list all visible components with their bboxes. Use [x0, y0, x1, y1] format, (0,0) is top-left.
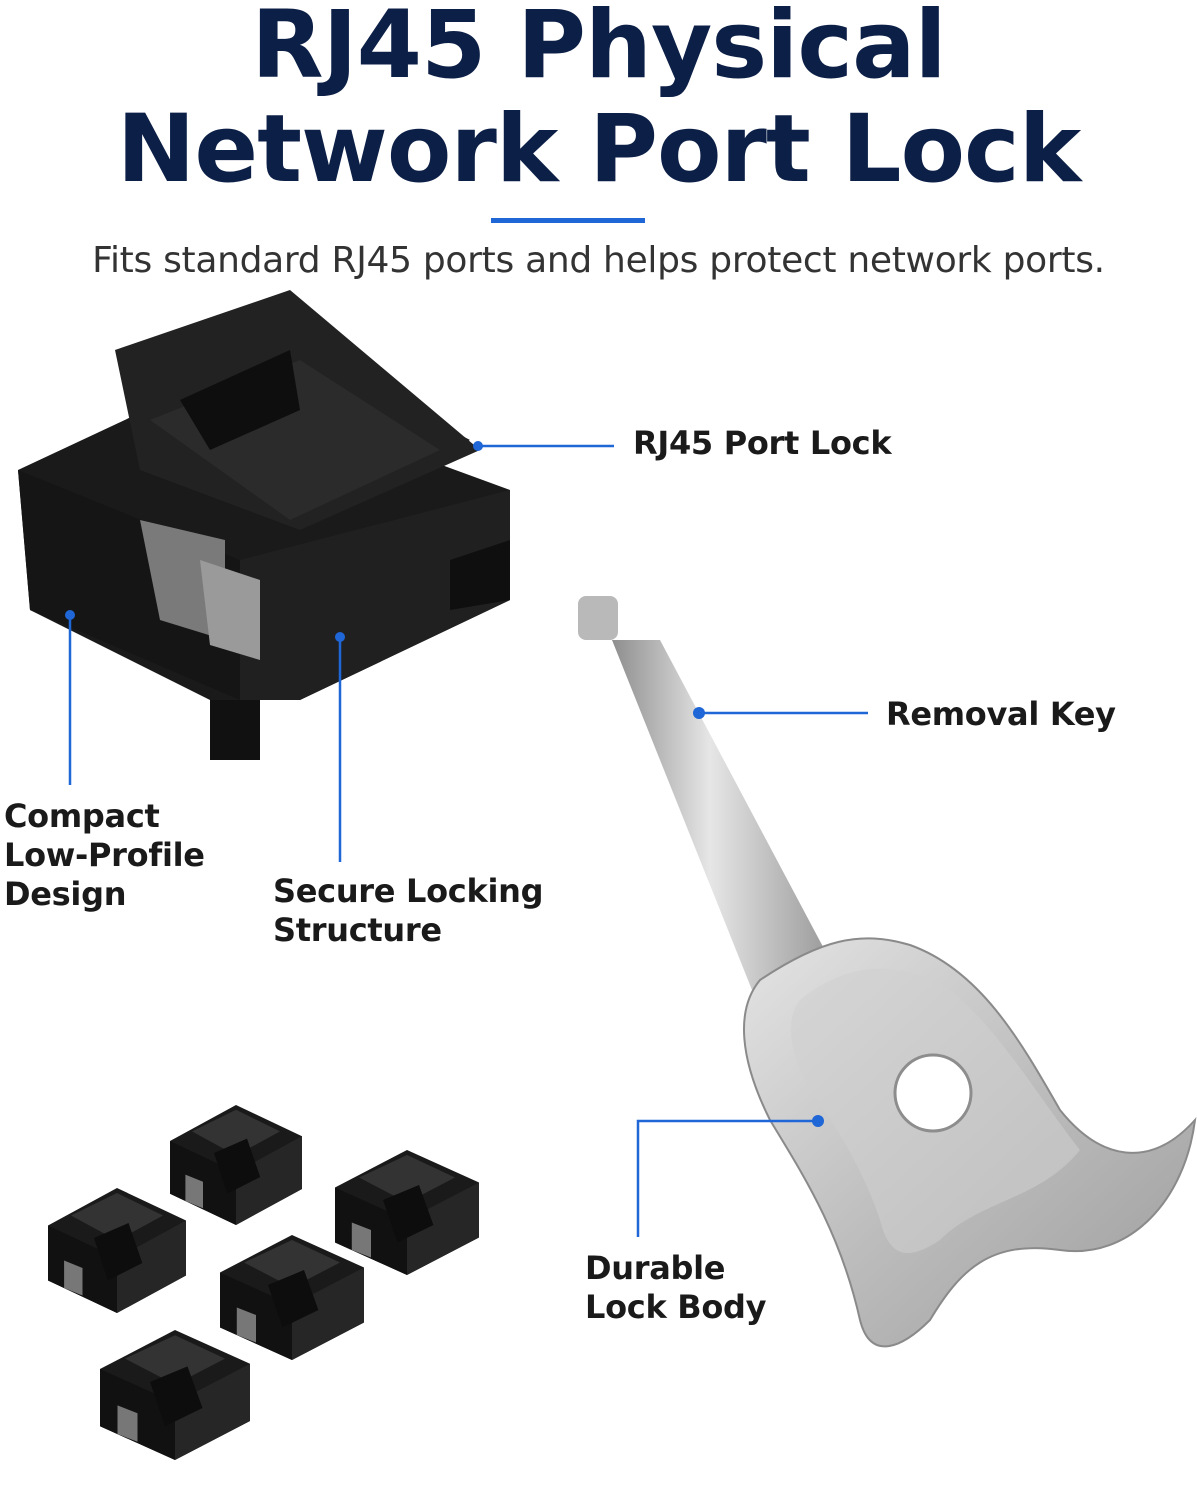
subtitle: Fits standard RJ45 ports and helps prote…: [92, 240, 1105, 281]
title-line-2: Network Port Lock: [116, 95, 1082, 204]
title-divider: [491, 218, 645, 223]
label-secure-line-2: Structure: [273, 911, 442, 949]
rj45-port-lock-icon: [18, 290, 510, 760]
label-compact-line-2: Low-Profile: [4, 836, 205, 874]
label-compact-line-1: Compact: [4, 797, 160, 835]
label-durable-line-1: Durable: [585, 1249, 726, 1287]
label-secure-locking: Secure Locking Structure: [273, 872, 544, 950]
label-secure-line-1: Secure Locking: [273, 872, 544, 910]
label-durable-line-2: Lock Body: [585, 1288, 767, 1326]
port-lock-set-icon: [48, 1105, 479, 1460]
title-line-1: RJ45 Physical: [251, 0, 947, 100]
label-removal-key: Removal Key: [886, 695, 1116, 733]
callout-dots: [65, 441, 824, 1127]
label-compact-design: Compact Low-Profile Design: [4, 797, 205, 914]
removal-key-icon: [578, 596, 1197, 1348]
label-rj45-port-lock: RJ45 Port Lock: [633, 424, 892, 462]
label-compact-line-3: Design: [4, 875, 127, 913]
label-durable-lock-body: Durable Lock Body: [585, 1249, 767, 1327]
callout-lines: [68, 444, 868, 1237]
